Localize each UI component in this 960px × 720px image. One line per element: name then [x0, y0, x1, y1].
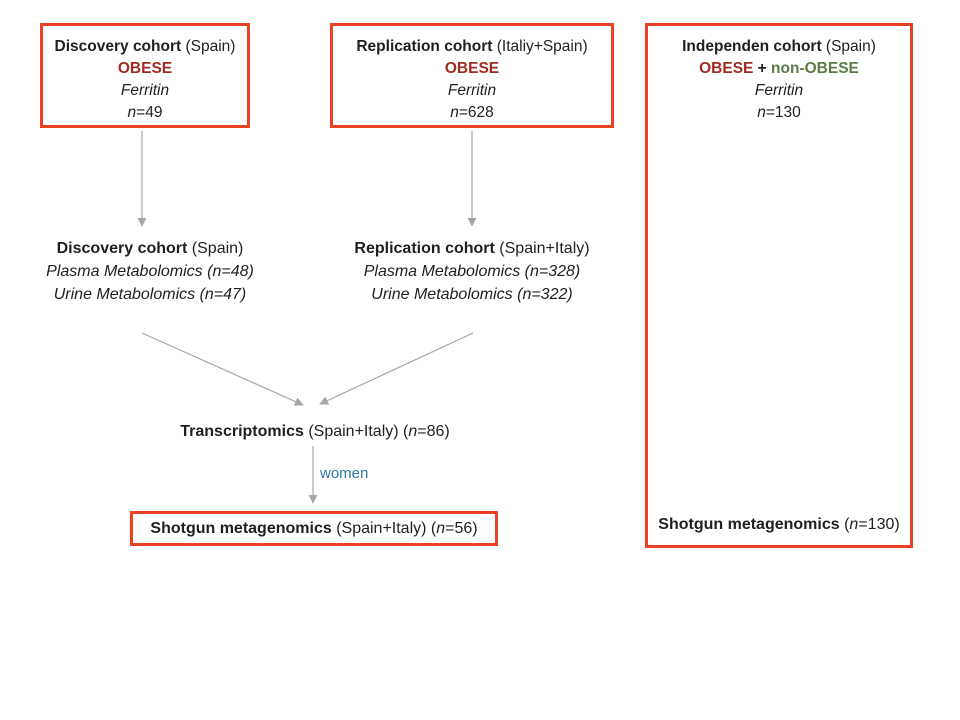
independent-title-rest: (Spain) — [821, 38, 876, 55]
replication-urine-metabolomics: Urine Metabolomics (n=322) — [371, 286, 573, 303]
discovery-metabolomics-title-rest: (Spain) — [187, 240, 244, 257]
replication-cohort-title: Replication cohort (Italiy+Spain) — [333, 36, 611, 58]
discovery-cohort-title: Discovery cohort (Spain) — [43, 36, 247, 58]
arrow-discovery-to-transcriptomics — [141, 332, 304, 406]
independent-n-label: n=130 — [648, 102, 910, 124]
replication-n-value: =628 — [458, 104, 494, 121]
independent-title-bold: Independen cohort — [682, 38, 822, 55]
discovery-obese-label: OBESE — [117, 60, 173, 77]
independent-shotgun-open: ( — [839, 516, 850, 533]
transcriptomics-value: =86) — [417, 423, 450, 440]
discovery-title-rest: (Spain) — [181, 38, 236, 55]
independent-n-italic: n — [757, 104, 766, 121]
discovery-urine-metabolomics: Urine Metabolomics (n=47) — [53, 286, 247, 303]
transcriptomics-open: (Spain+Italy) ( — [303, 423, 409, 440]
shotgun-metagenomics-box: Shotgun metagenomics (Spain+Italy) (n=56… — [130, 511, 498, 546]
independent-cohort-header: Independen cohort (Spain) OBESE + non-OB… — [648, 36, 910, 124]
arrow-replication-to-transcriptomics — [319, 332, 474, 405]
shotgun-n-italic: n — [436, 520, 446, 537]
discovery-metabolomics-title: Discovery cohort (Spain) — [30, 237, 270, 260]
replication-plasma-metabolomics: Plasma Metabolomics (n=328) — [363, 263, 581, 280]
discovery-n-italic: n — [127, 104, 137, 121]
shotgun-value: =56) — [445, 520, 478, 537]
discovery-metabolomics-title-bold: Discovery cohort — [56, 240, 188, 257]
shotgun-metagenomics-line: Shotgun metagenomics (Spain+Italy) (n=56… — [133, 514, 495, 543]
independent-ferritin-label: Ferritin — [754, 82, 804, 99]
replication-metabolomics-title-bold: Replication cohort — [354, 240, 495, 257]
transcriptomics-n-italic: n — [408, 423, 418, 440]
discovery-title-bold: Discovery cohort — [54, 38, 182, 55]
discovery-plasma-metabolomics: Plasma Metabolomics (n=48) — [46, 263, 254, 280]
transcriptomics: Transcriptomics (Spain+Italy) (n=86) — [115, 421, 515, 442]
discovery-metabolomics: Discovery cohort (Spain) Plasma Metabolo… — [30, 237, 270, 306]
replication-cohort-box: Replication cohort (Italiy+Spain) OBESE … — [330, 23, 614, 128]
discovery-n-label: n=49 — [43, 102, 247, 124]
replication-metabolomics: Replication cohort (Spain+Italy) Plasma … — [332, 237, 612, 306]
replication-metabolomics-title: Replication cohort (Spain+Italy) — [332, 237, 612, 260]
replication-title-rest: (Italiy+Spain) — [492, 38, 588, 55]
independent-obese-label: OBESE — [699, 60, 754, 77]
independent-plus-sign: + — [753, 60, 772, 77]
transcriptomics-bold: Transcriptomics — [180, 423, 304, 440]
replication-ferritin-label: Ferritin — [447, 82, 497, 99]
independent-shotgun-bold: Shotgun metagenomics — [658, 516, 840, 533]
independent-non-obese-label: non-OBESE — [771, 60, 859, 77]
discovery-cohort-box: Discovery cohort (Spain) OBESE Ferritin … — [40, 23, 250, 128]
independent-cohort-box: Independen cohort (Spain) OBESE + non-OB… — [645, 23, 913, 548]
shotgun-open: (Spain+Italy) ( — [331, 520, 437, 537]
independent-n-value: =130 — [765, 104, 801, 121]
women-arrow-label: women — [320, 465, 369, 482]
shotgun-bold: Shotgun metagenomics — [150, 520, 332, 537]
discovery-ferritin-label: Ferritin — [120, 82, 170, 99]
transcriptomics-line: Transcriptomics (Spain+Italy) (n=86) — [115, 421, 515, 442]
replication-n-label: n=628 — [333, 102, 611, 124]
independent-shotgun-metagenomics: Shotgun metagenomics (n=130) — [648, 514, 910, 536]
replication-title-bold: Replication cohort — [356, 38, 493, 55]
discovery-n-value: =49 — [136, 104, 163, 121]
independent-shotgun-n-italic: n — [849, 516, 859, 533]
independent-cohort-title: Independen cohort (Spain) — [648, 36, 910, 58]
replication-obese-label: OBESE — [444, 60, 500, 77]
replication-n-italic: n — [450, 104, 459, 121]
replication-metabolomics-title-rest: (Spain+Italy) — [494, 240, 590, 257]
independent-shotgun-value: =130) — [858, 516, 900, 533]
independent-obese-line: OBESE + non-OBESE — [648, 58, 910, 80]
